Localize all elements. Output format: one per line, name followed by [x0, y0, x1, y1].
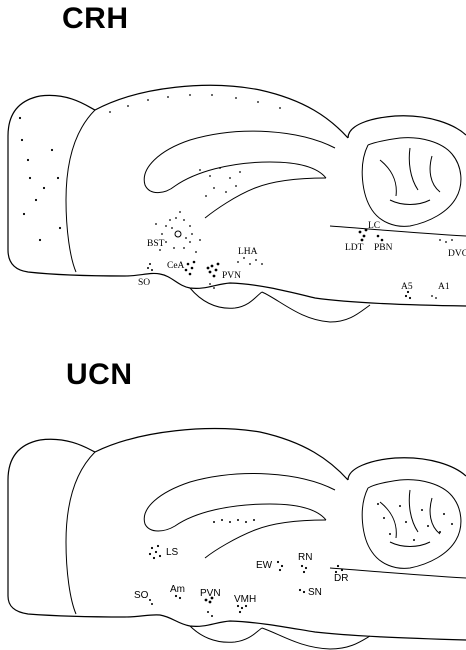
ucn-olfactory-curve: [66, 452, 95, 614]
crh-brain-section: [8, 85, 466, 322]
ucn-labels: LS RN EW DR SN SO Am PVN VMH: [134, 547, 348, 605]
crh-label-pbn: PBN: [374, 243, 393, 253]
ucn-label-ls: LS: [166, 547, 179, 558]
crh-label-a5: A5: [401, 282, 413, 292]
crh-label-pvn: PVN: [222, 271, 241, 281]
crh-cerebellum: [348, 116, 466, 138]
crh-ventral-bump: [190, 288, 262, 308]
crh-label-ldt: LDT: [345, 243, 364, 253]
crh-labels: BST LHA CeA PVN SO LC LDT PBN DVC A5 A1: [138, 221, 466, 292]
crh-label-dvc: DVC: [448, 249, 466, 259]
crh-brain-top: [40, 85, 348, 138]
crh-label-so: SO: [138, 278, 150, 288]
ucn-label-sn: SN: [308, 587, 322, 598]
ucn-label-dr: DR: [334, 573, 348, 584]
ucn-label-am: Am: [170, 584, 185, 595]
ucn-label-ew: EW: [256, 560, 273, 571]
crh-label-lc: LC: [368, 221, 380, 231]
crh-label-cea: CeA: [167, 261, 185, 271]
ucn-brain-top: [40, 429, 348, 480]
crh-label-bst: BST: [147, 239, 165, 249]
ucn-label-pvn: PVN: [200, 588, 221, 599]
crh-hippocampus: [144, 131, 335, 192]
crh-label-lha: LHA: [238, 247, 258, 257]
ucn-hippocampus: [144, 474, 335, 531]
ucn-cerebellum: [348, 458, 466, 480]
ucn-label-so: SO: [134, 590, 149, 601]
ucn-label-rn: RN: [298, 552, 312, 563]
crh-olfactory-curve: [66, 110, 95, 272]
ucn-label-vmh: VMH: [234, 594, 256, 605]
ucn-brain-outline: [8, 440, 466, 640]
ucn-brain-section: [8, 429, 466, 649]
crh-label-a1: A1: [438, 282, 450, 292]
